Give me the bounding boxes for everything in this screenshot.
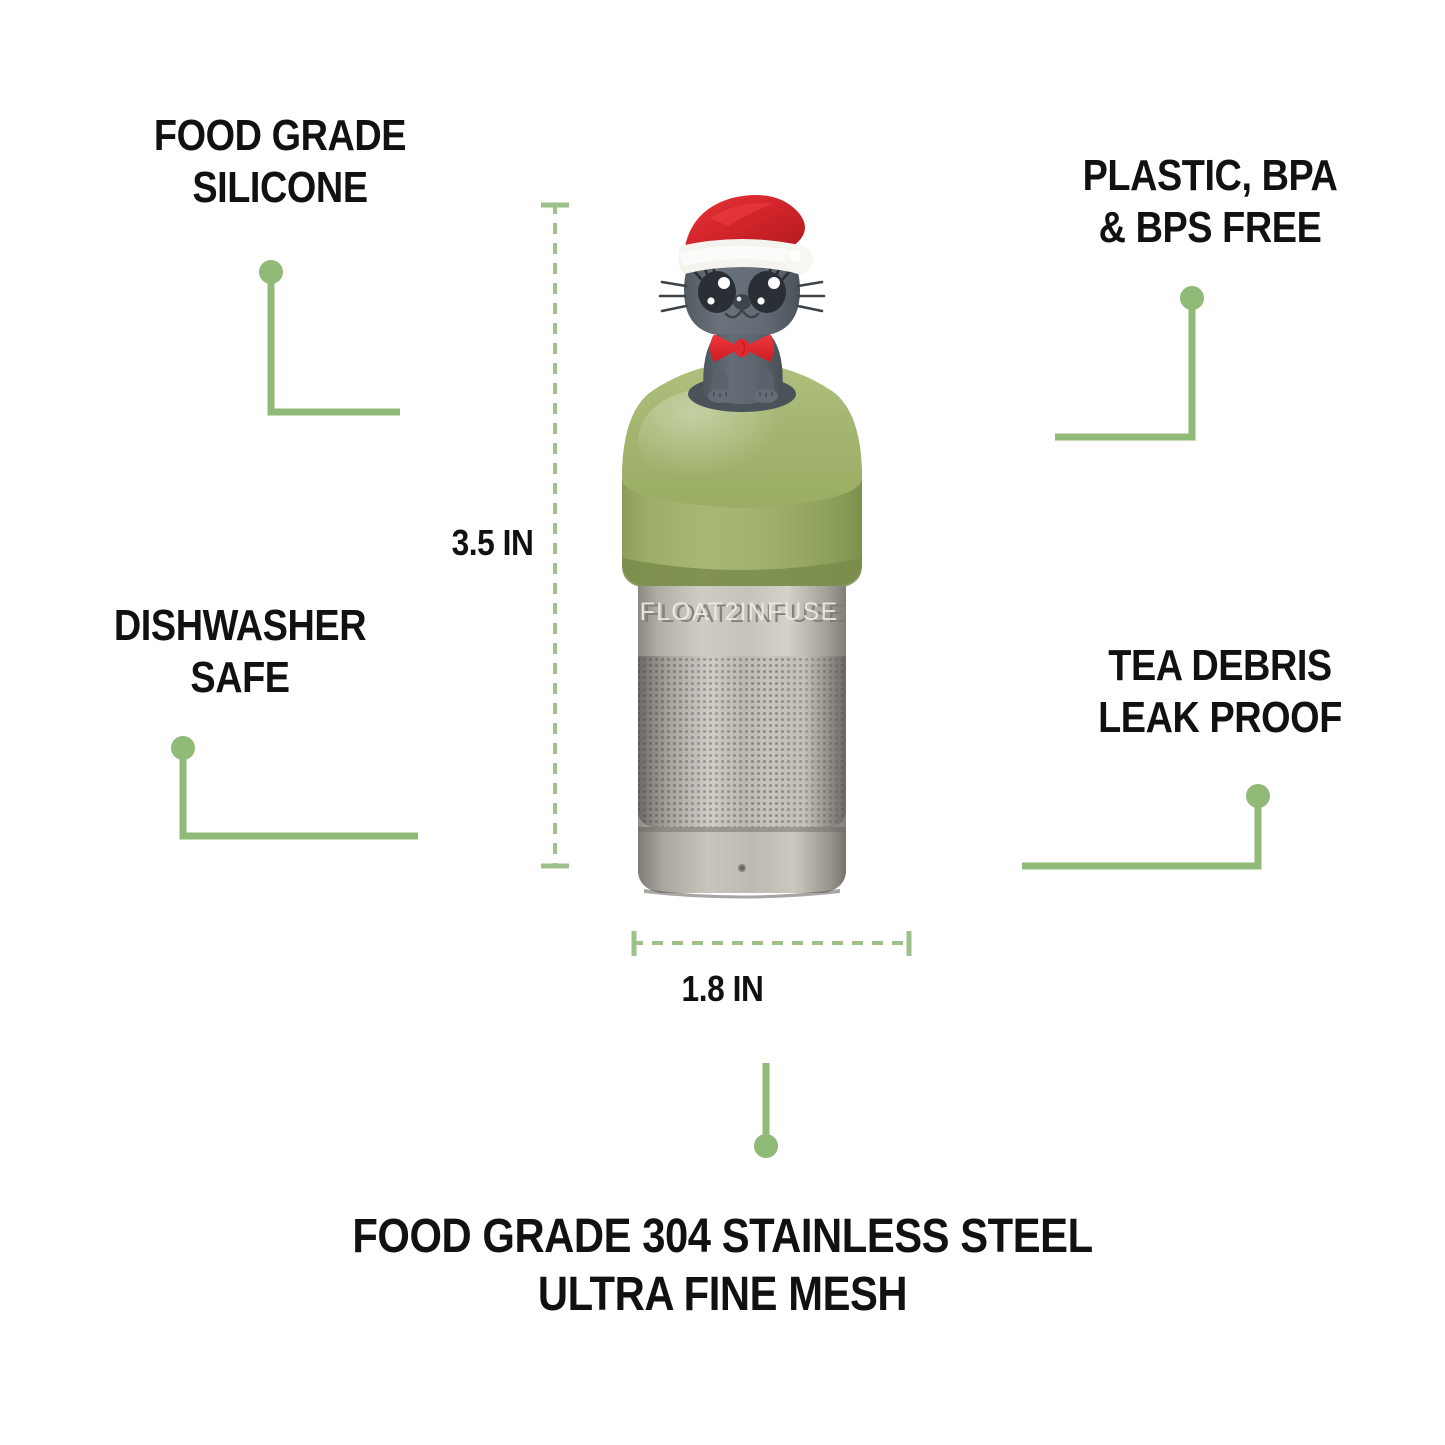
feature-label-food-grade-silicone: FOOD GRADE SILICONE <box>153 111 407 212</box>
elbow-connector-icon <box>1022 796 1262 870</box>
silicone-lid <box>622 362 862 588</box>
pin-connector-icon-dot <box>754 1134 778 1158</box>
dimension-label-width: 1.8 IN <box>681 968 764 1009</box>
feature-label-stainless-steel-mesh: FOOD GRADE 304 STAINLESS STEEL ULTRA FIN… <box>352 1210 1093 1321</box>
elbow-connector-icon-dot <box>1246 784 1270 808</box>
cat-whiskers <box>658 280 826 313</box>
product-illustration: FLOAT2INFUSE FLOAT2INFUSE <box>622 195 862 899</box>
elbow-connector-icon-dot <box>171 736 195 760</box>
cat-eyes <box>693 261 791 313</box>
cat-nose <box>733 294 751 310</box>
elbow-connector-icon <box>267 272 400 416</box>
elbow-connector-icon-dot <box>259 260 283 284</box>
feature-label-dishwasher-safe: DISHWASHER SAFE <box>113 601 367 702</box>
product-image: FLOAT2INFUSE FLOAT2INFUSE <box>600 190 950 910</box>
feature-label-tea-debris-leak-proof: TEA DEBRIS LEAK PROOF <box>1098 641 1342 742</box>
cat-bow-tie <box>710 334 774 362</box>
santa-cat-figurine <box>658 195 826 412</box>
engraved-brand-text: FLOAT2INFUSE FLOAT2INFUSE <box>640 598 847 628</box>
elbow-connector-icon <box>179 748 418 840</box>
santa-hat <box>678 195 813 274</box>
elbow-connector-icon <box>1055 298 1196 441</box>
stainless-steel-body <box>638 586 846 899</box>
dimension-label-height: 3.5 IN <box>451 522 534 563</box>
feature-label-plastic-bpa-bps-free: PLASTIC, BPA & BPS FREE <box>1082 151 1338 252</box>
svg-text:FLOAT2INFUSE: FLOAT2INFUSE <box>640 598 839 626</box>
elbow-connector-icon-dot <box>1180 286 1204 310</box>
svg-text:FLOAT2INFUSE: FLOAT2INFUSE <box>644 600 847 628</box>
